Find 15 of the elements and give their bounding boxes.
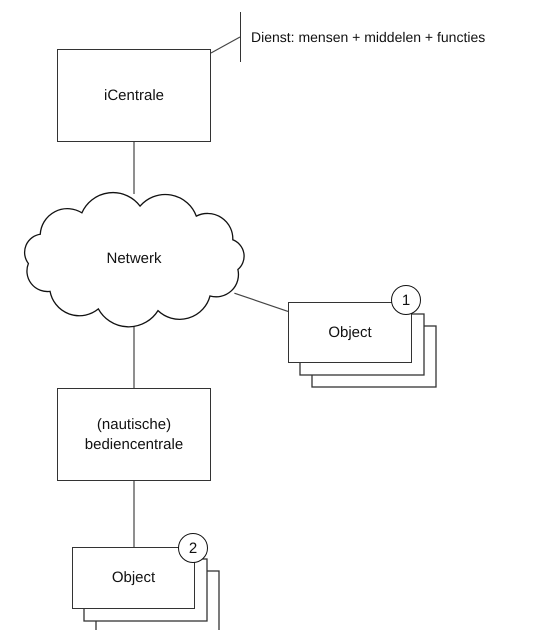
process-box bbox=[57, 388, 211, 481]
node-label: Dienst: mensen + middelen + functies bbox=[251, 28, 486, 46]
node-label: iCentrale bbox=[104, 86, 164, 106]
callout-number: 2 bbox=[178, 533, 208, 563]
callout-number: 1 bbox=[391, 285, 421, 315]
connector-line bbox=[133, 324, 135, 388]
node-label: Object bbox=[328, 322, 372, 342]
node-label: Netwerk bbox=[106, 249, 162, 269]
node-label: (nautische) bediencentrale bbox=[84, 415, 184, 454]
node-label: Object bbox=[112, 568, 156, 588]
process-box bbox=[57, 49, 211, 142]
leader-line bbox=[210, 36, 240, 54]
connector-line bbox=[234, 292, 288, 312]
connector-line bbox=[133, 481, 135, 547]
connector-line bbox=[133, 142, 135, 194]
